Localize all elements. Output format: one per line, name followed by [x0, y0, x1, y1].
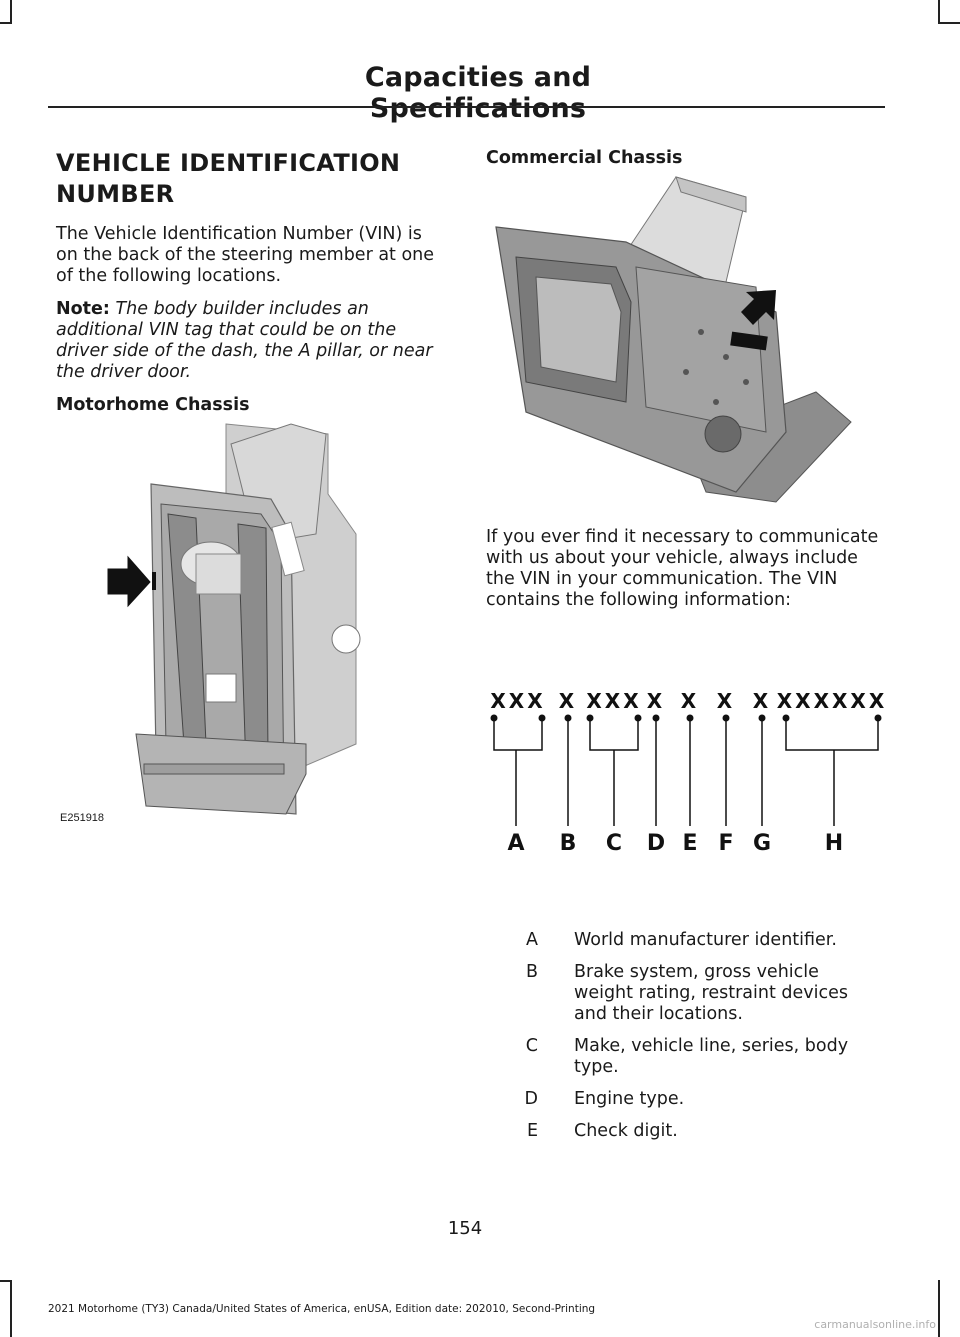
vin-chars: X: [753, 689, 771, 713]
vin-bracket: [589, 718, 639, 751]
motorhome-chassis-illustration: [107, 423, 361, 815]
vin-diagram: XXX A X B XXX C X D X E X F X G XXXXXX H: [480, 678, 890, 878]
legend-key: E: [526, 1121, 538, 1141]
crop-mark: [0, 1280, 12, 1282]
vin-chars: X: [681, 689, 699, 713]
legend-key: A: [526, 930, 538, 950]
legend-row: D Engine type.: [490, 1089, 880, 1110]
footer-text: 2021 Motorhome (TY3) Canada/United State…: [48, 1303, 596, 1315]
page-number: 154: [447, 1218, 483, 1239]
vin-letter: D: [647, 831, 665, 856]
legend-row: A World manufacturer identifier.: [490, 930, 880, 951]
crop-mark: [938, 1280, 940, 1337]
vin-letter: E: [682, 831, 697, 856]
vin-chars: X: [647, 689, 665, 713]
intro-paragraph: The Vehicle Identification Number (VIN) …: [56, 224, 435, 286]
vin-chars: X: [559, 689, 577, 713]
figure-id: E251918: [60, 812, 105, 824]
vin-letter: B: [560, 831, 577, 856]
legend-value: Make, vehicle line, series, body type.: [574, 1036, 849, 1077]
legend-row: C Make, vehicle line, series, body type.: [490, 1036, 880, 1078]
note-text: The body builder includes an additional …: [56, 299, 433, 382]
crop-mark: [0, 22, 12, 24]
page-title: Capacities and Specifications: [364, 62, 592, 124]
note-label: Note:: [56, 299, 110, 319]
vin-letter: C: [606, 831, 622, 856]
vin-bracket: [493, 718, 543, 751]
vin-letter: A: [507, 831, 524, 856]
legend-value: Check digit.: [574, 1121, 678, 1141]
info-paragraph: If you ever find it necessary to communi…: [486, 527, 879, 610]
crop-mark: [938, 0, 940, 24]
vin-chars: X: [717, 689, 735, 713]
vin-letter: G: [753, 831, 771, 856]
note-paragraph: Note: The body builder includes an addit…: [56, 299, 440, 383]
section-heading: VEHICLE IDENTIFICATION NUMBER: [56, 149, 401, 208]
legend-value: Brake system, gross vehicle weight ratin…: [574, 962, 848, 1024]
legend-row: E Check digit.: [490, 1121, 880, 1142]
commercial-chassis-figure: [486, 172, 886, 512]
crop-mark: [938, 22, 960, 24]
motorhome-heading: Motorhome Chassis: [56, 395, 250, 415]
watermark: carmanualsonline.info: [814, 1318, 936, 1331]
legend-value: World manufacturer identifier.: [574, 930, 837, 950]
vin-bracket: [785, 718, 879, 751]
legend-key: D: [524, 1089, 538, 1109]
vin-legend: A World manufacturer identifier. B Brake…: [490, 930, 880, 1153]
vin-chars: XXX: [586, 689, 641, 713]
vin-letter: F: [718, 831, 733, 856]
legend-key: C: [525, 1036, 538, 1056]
vin-diagram-svg: XXX A X B XXX C X D X E X F X G XXXXXX H: [490, 689, 888, 856]
vin-letter: H: [825, 831, 843, 856]
info-paragraph-block: If you ever find it necessary to communi…: [486, 527, 886, 623]
right-column: Commercial Chassis: [486, 148, 886, 168]
crop-mark: [10, 0, 12, 24]
crop-mark: [10, 1280, 12, 1337]
legend-key: B: [525, 962, 538, 982]
vin-chars: XXX: [490, 689, 545, 713]
commercial-chassis-illustration: [495, 176, 852, 503]
header-rule: [48, 106, 885, 108]
motorhome-chassis-figure: E251918: [56, 414, 440, 834]
left-column: VEHICLE IDENTIFICATION NUMBER The Vehicl…: [56, 148, 440, 415]
legend-value: Engine type.: [574, 1089, 685, 1109]
commercial-heading: Commercial Chassis: [486, 148, 683, 168]
legend-row: B Brake system, gross vehicle weight rat…: [490, 962, 880, 1025]
vin-chars: XXXXXX: [777, 689, 888, 713]
